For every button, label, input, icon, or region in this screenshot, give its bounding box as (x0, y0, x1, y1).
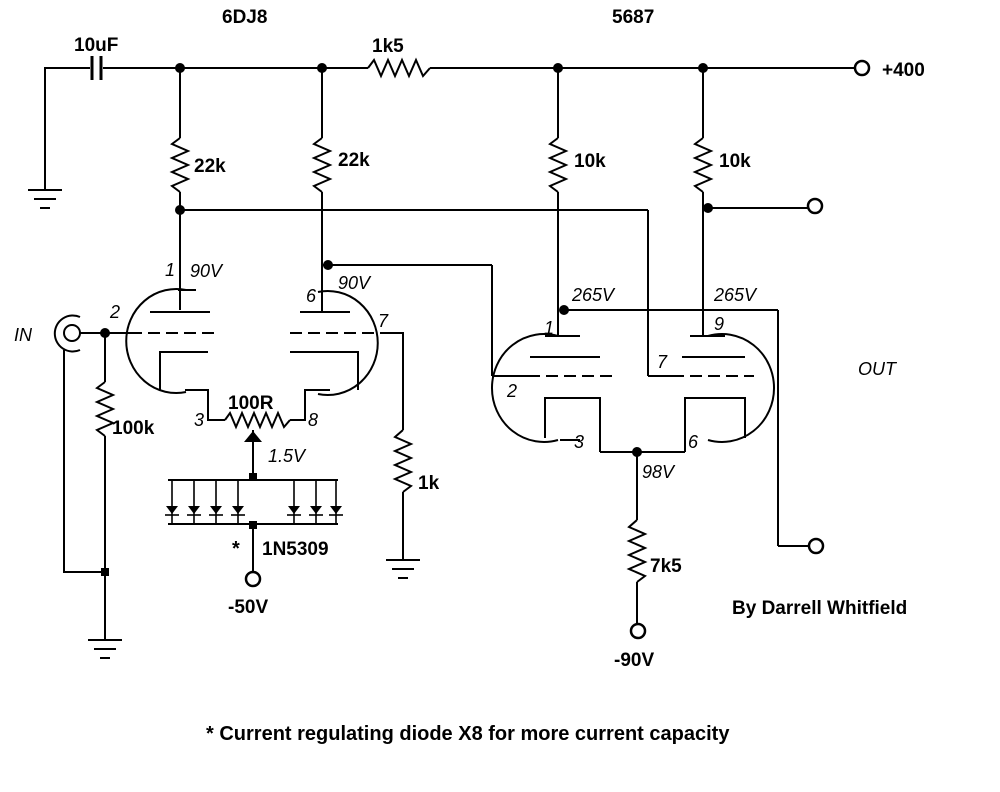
label-7k5: 7k5 (650, 556, 682, 577)
junction-dots-mid (175, 203, 713, 315)
ground-symbol-1k (386, 559, 420, 579)
label-10k-2: 10k (719, 151, 751, 172)
pin-6dj8-7: 7 (378, 311, 389, 331)
label-minus-90v: -90V (614, 650, 654, 671)
label-100k: 100k (112, 418, 155, 439)
pin-5687-6: 6 (688, 432, 699, 452)
label-out: OUT (858, 359, 898, 379)
footnote: * Current regulating diode X8 for more c… (206, 723, 730, 745)
label-1k: 1k (418, 473, 440, 494)
label-10k-1: 10k (574, 151, 606, 172)
label-1n5309: 1N5309 (262, 539, 329, 560)
tail-wiring (600, 451, 685, 624)
ground-symbol-cap (28, 189, 62, 209)
pin-5687-9: 9 (714, 314, 724, 334)
terminal-out-upper (806, 197, 824, 215)
terminal-minus-90v (629, 622, 647, 640)
grid-resistor-100k (94, 333, 116, 640)
label-100r: 100R (228, 393, 274, 414)
resistor-1k5 (367, 57, 431, 79)
tube-5687-left-section (491, 333, 612, 452)
interconnect-wiring (180, 207, 810, 547)
junction-dot-tail (632, 447, 642, 457)
voltage-98v: 98V (642, 462, 676, 482)
terminal-out-lower (807, 537, 825, 555)
label-cap-10uf: 10uF (74, 35, 118, 56)
label-asterisk-diode: * (232, 538, 240, 560)
voltage-265v-1: 265V (571, 285, 616, 305)
label-minus-50v: -50V (228, 597, 268, 618)
pin-6dj8-2: 2 (109, 302, 120, 322)
pin-5687-7: 7 (657, 352, 668, 372)
label-22k-1: 22k (194, 156, 226, 177)
diode-array-1n5309 (165, 473, 343, 572)
label-plus-400: +400 (882, 60, 925, 81)
tube-6dj8-left-section (105, 288, 225, 421)
capacitor-10uf (90, 56, 103, 80)
ground-symbol-input (88, 639, 122, 659)
terminal-minus-50v (244, 570, 262, 588)
tube-label-6dj8: 6DJ8 (222, 7, 267, 28)
label-1k5: 1k5 (372, 36, 404, 57)
pin-6dj8-6: 6 (306, 286, 317, 306)
tube-label-5687: 5687 (612, 7, 654, 28)
pin-6dj8-3: 3 (194, 410, 204, 430)
voltage-1-5v: 1.5V (268, 446, 307, 466)
pin-6dj8-1: 1 (165, 260, 175, 280)
pin-6dj8-8: 8 (308, 410, 318, 430)
plate-resistor-2-wiring (311, 68, 333, 312)
label-22k-2: 22k (338, 150, 370, 171)
pin-5687-1: 1 (544, 318, 554, 338)
pot-wiper-arrow (244, 430, 262, 476)
tube-5687-right-section (672, 333, 775, 452)
plate-resistor-4-wiring (692, 68, 714, 336)
pin-5687-3: 3 (574, 432, 584, 452)
voltage-90v-2: 90V (338, 273, 372, 293)
plate-resistor-3-wiring (547, 68, 569, 336)
terminal-plus-400 (853, 59, 871, 77)
input-ground-return (63, 350, 109, 576)
credits-author: By Darrell Whitfield (732, 598, 907, 619)
resistor-1k (392, 429, 414, 493)
voltage-90v-1: 90V (190, 261, 224, 281)
tube-6dj8-right-section (290, 290, 404, 430)
input-jack (53, 314, 105, 353)
voltage-265v-2: 265V (713, 285, 758, 305)
pin-5687-2: 2 (506, 381, 517, 401)
resistor-100r (224, 410, 291, 430)
label-in: IN (14, 325, 33, 345)
